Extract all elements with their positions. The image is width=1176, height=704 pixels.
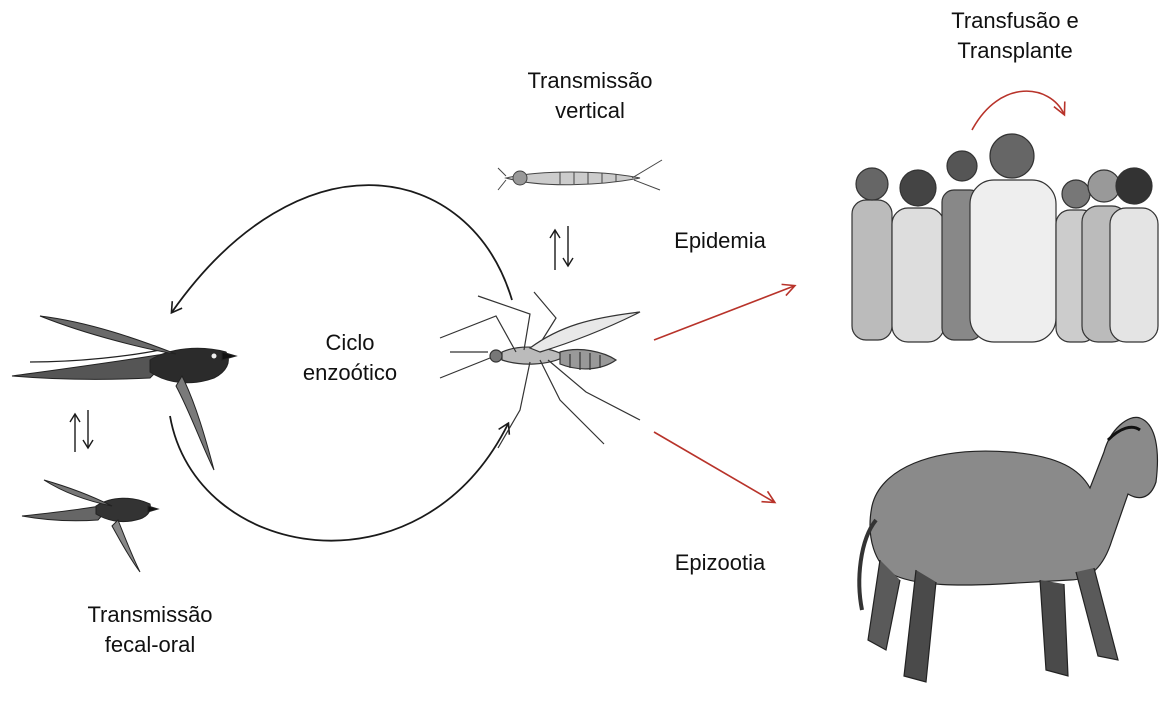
epizootic-arrow (654, 432, 774, 502)
transfusion-arrow (972, 91, 1064, 130)
up-down-arrows-icon (75, 410, 88, 452)
transfusion-label: Transfusão e Transplante (900, 6, 1130, 66)
cycle-arrow-bird-to-mosquito (170, 416, 508, 541)
up-down-arrows-icon (555, 226, 568, 270)
mosquito-larva-icon (498, 160, 662, 190)
enzootic-cycle-line-2: enzoótico (270, 358, 430, 388)
transfusion-line-1: Transfusão e (900, 6, 1130, 36)
fecal-oral-line-2: fecal-oral (40, 630, 260, 660)
epidemic-label: Epidemia (640, 226, 800, 256)
cycle-arrow-mosquito-to-bird (172, 185, 512, 312)
vertical-transmission-label: Transmissão vertical (480, 66, 700, 126)
transfusion-line-2: Transplante (900, 36, 1130, 66)
mosquito-icon (440, 292, 640, 448)
vertical-transmission-line-1: Transmissão (480, 66, 700, 96)
fecal-oral-label: Transmissão fecal-oral (40, 600, 260, 660)
vertical-transmission-line-2: vertical (480, 96, 700, 126)
fecal-oral-line-1: Transmissão (40, 600, 260, 630)
swallow-large-icon (12, 316, 236, 470)
horse-icon (859, 417, 1157, 682)
epizootic-label: Epizootia (640, 548, 800, 578)
enzootic-cycle-label: Ciclo enzoótico (270, 328, 430, 388)
epidemic-arrow (654, 286, 794, 340)
swallow-small-icon (22, 480, 158, 572)
people-group-icon (852, 134, 1158, 342)
enzootic-cycle-line-1: Ciclo (270, 328, 430, 358)
